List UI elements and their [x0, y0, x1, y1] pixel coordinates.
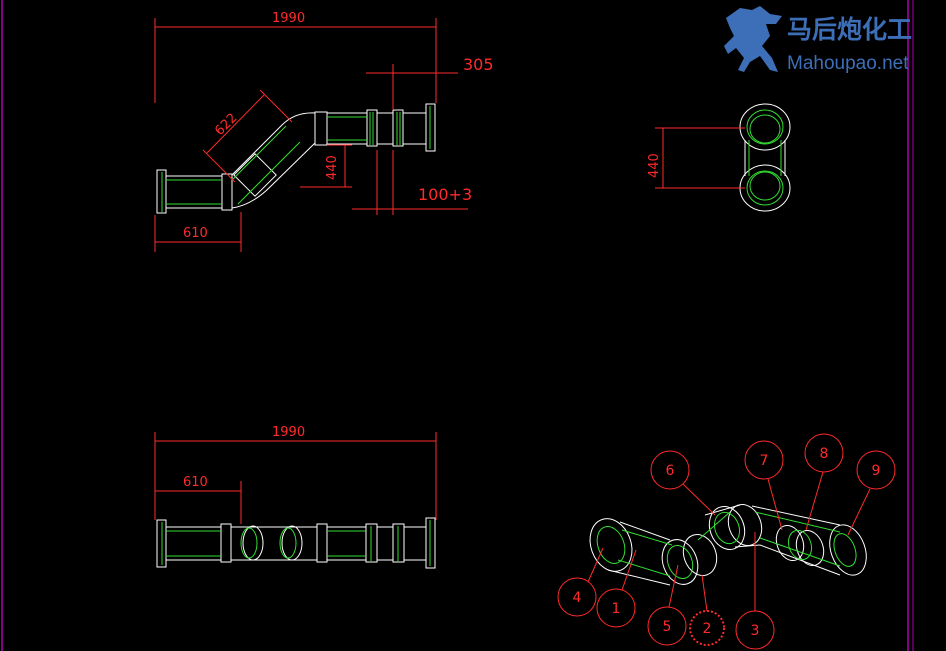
- balloon-label-7: 7: [760, 453, 769, 469]
- balloon-label-4: 4: [573, 590, 582, 606]
- top-view-pipe: [156, 517, 436, 569]
- watermark-brand-cn: 马后炮化工: [787, 15, 912, 44]
- balloon-2: [689, 610, 725, 646]
- front-view-pipe: [156, 103, 436, 214]
- dim-overall-length-top: 1990: [272, 425, 305, 440]
- balloon-9: [856, 450, 896, 490]
- dim-overall-length-front: 1990: [272, 11, 305, 26]
- dim-diagonal-length: 622: [212, 111, 240, 139]
- side-view-dimensions: [655, 127, 745, 189]
- balloon-7: [744, 440, 784, 480]
- dim-offset-front: 440: [325, 155, 340, 180]
- balloon-label-8: 8: [820, 446, 829, 462]
- dim-gap: 100+3: [418, 185, 472, 204]
- drawing-frame: [1, 0, 914, 651]
- balloon-6: [650, 450, 690, 490]
- dim-left-straight-front: 610: [183, 226, 208, 241]
- dim-left-straight-top: 610: [183, 475, 208, 490]
- front-view-dimensions: [154, 18, 468, 252]
- balloon-label-3: 3: [751, 623, 760, 639]
- balloon-4: [557, 577, 597, 617]
- balloon-5: [647, 606, 687, 646]
- balloon-label-2: 2: [703, 621, 712, 637]
- watermark: 马后炮化工 Mahoupao.net: [724, 6, 912, 74]
- dim-flange-length: 305: [463, 55, 494, 74]
- balloon-8: [804, 433, 844, 473]
- top-view-dimensions: [154, 432, 437, 524]
- part-balloons: [557, 433, 896, 650]
- balloon-label-1: 1: [612, 601, 621, 617]
- balloon-1: [596, 588, 636, 628]
- balloon-label-6: 6: [666, 463, 675, 479]
- isometric-view-pipe: [589, 504, 867, 586]
- watermark-brand-en: Mahoupao.net: [787, 53, 909, 74]
- balloon-label-9: 9: [872, 463, 881, 479]
- dim-offset-side: 440: [647, 153, 662, 178]
- horse-logo-icon: [724, 6, 782, 72]
- side-view-pipe: [739, 103, 791, 212]
- balloon-label-5: 5: [663, 619, 672, 635]
